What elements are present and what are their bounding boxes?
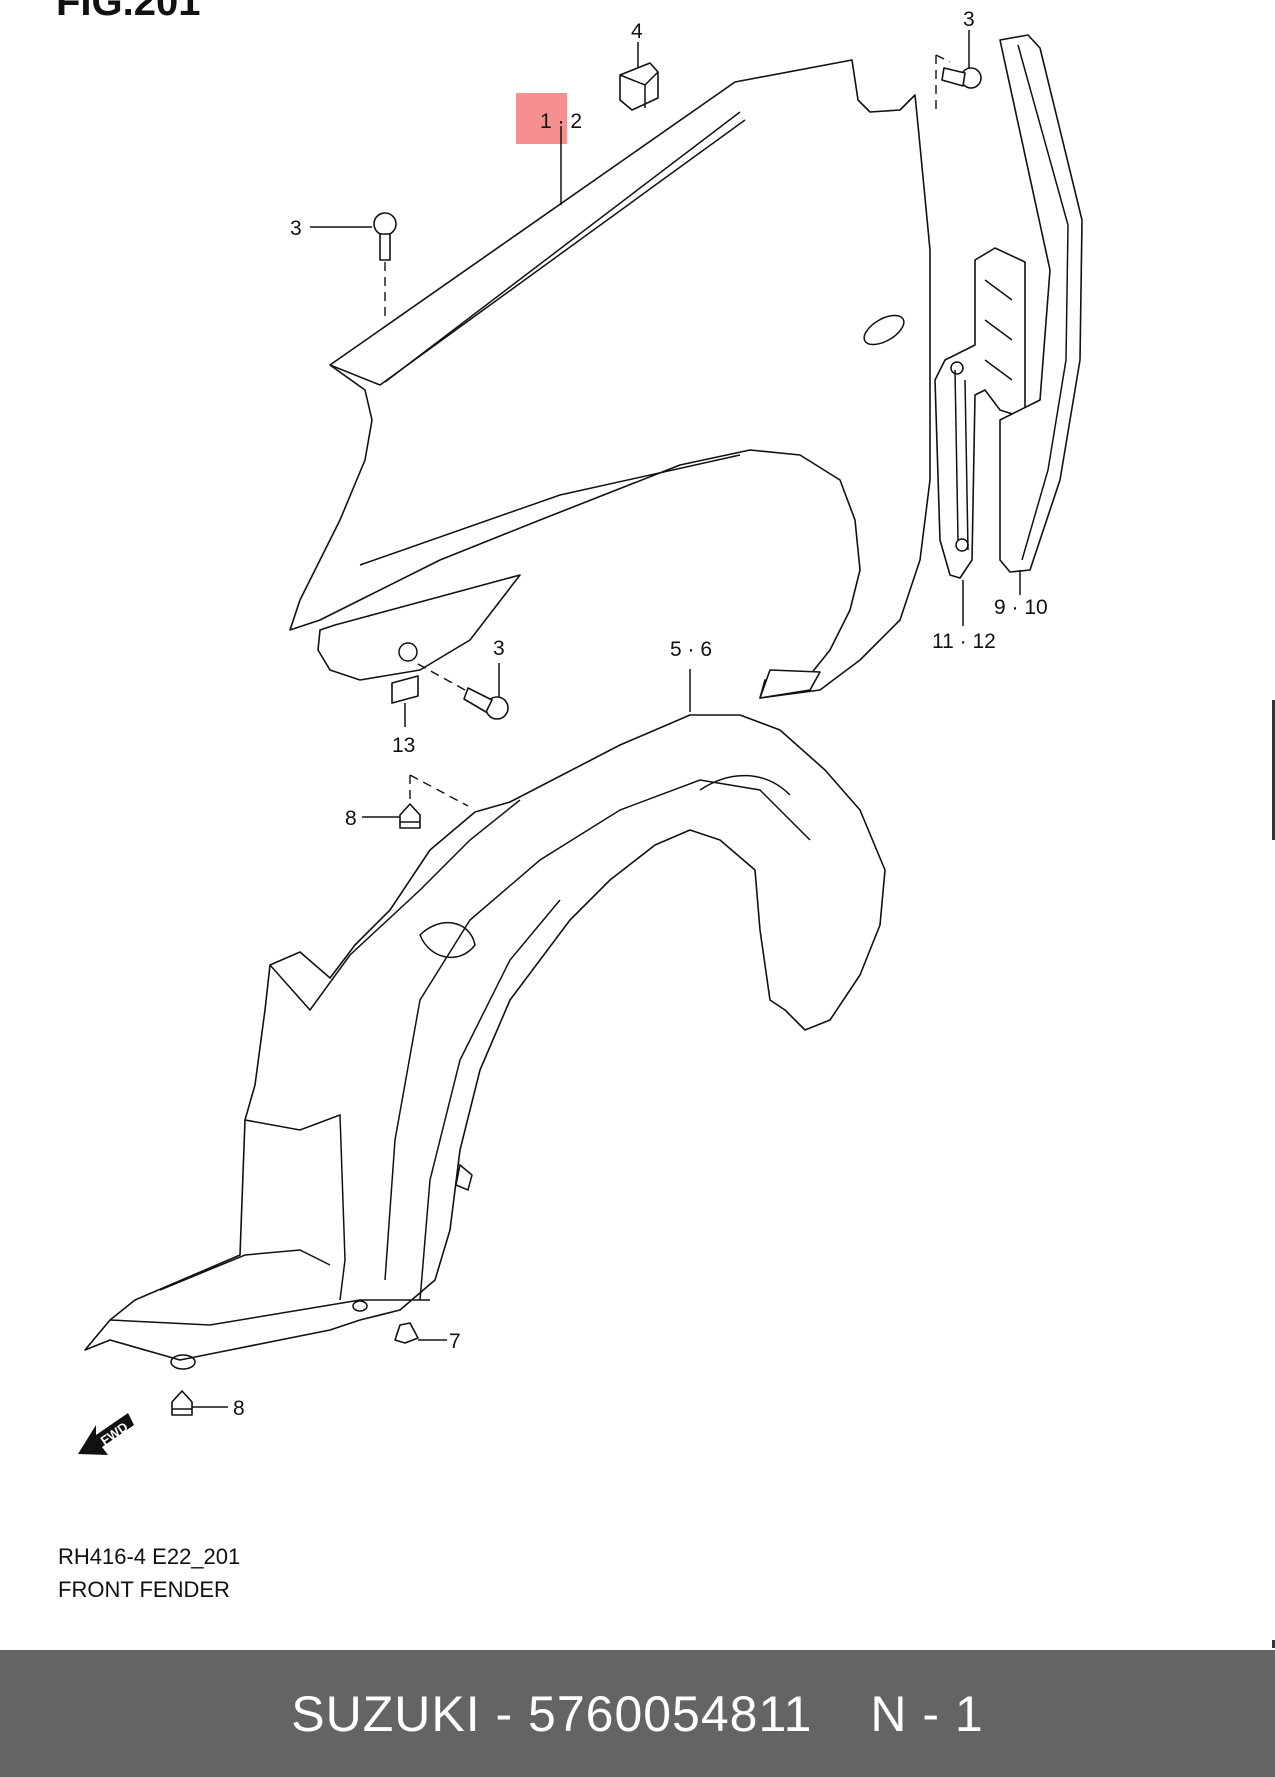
figure-code: RH416-4 E22_201 [58, 1544, 241, 1569]
callout-13: 13 [392, 734, 415, 757]
front-fender-diagram: 1 · 2 4 3 3 3 13 5 · 6 9 · 10 11 · 12 8 … [78, 8, 1083, 1455]
clip-7 [394, 1322, 419, 1344]
fwd-arrow-icon [78, 1413, 134, 1455]
footer-part-number: SUZUKI - 5760054811 [291, 1685, 813, 1742]
right-edge-marker-bottom [1272, 1640, 1275, 1648]
seal-part [999, 34, 1083, 573]
bolt-bottom [463, 687, 509, 720]
figure-name: FRONT FENDER [58, 1577, 230, 1602]
callout-7: 7 [449, 1330, 461, 1353]
callout-9-10: 9 · 10 [994, 596, 1048, 619]
figure-title: FIG.201 [56, 0, 201, 24]
right-edge-marker [1272, 700, 1275, 840]
callout-3-left: 3 [290, 217, 302, 240]
liner-part [84, 714, 886, 1370]
footer-bar: SUZUKI - 5760054811 N - 1 [0, 1650, 1275, 1777]
highlight-box [516, 93, 567, 144]
callout-3-bottom: 3 [493, 637, 505, 660]
callout-8-top: 8 [345, 807, 357, 830]
callout-3-top: 3 [963, 8, 975, 31]
pad-part [619, 62, 659, 111]
fender-panel [289, 59, 931, 699]
callout-4: 4 [631, 20, 643, 43]
callout-11-12: 11 · 12 [932, 630, 996, 653]
bolt-top-right [941, 67, 982, 89]
callout-5-6: 5 · 6 [670, 638, 712, 661]
callout-8-bottom: 8 [233, 1397, 245, 1420]
clip-8-top [399, 803, 421, 829]
bolt-left [373, 212, 397, 261]
clip-13 [391, 675, 419, 704]
clip-8-bottom [171, 1390, 193, 1416]
bracket-part [934, 247, 1026, 579]
footer-page: N - 1 [870, 1685, 984, 1742]
callout-1-2: 1 · 2 [540, 110, 582, 133]
